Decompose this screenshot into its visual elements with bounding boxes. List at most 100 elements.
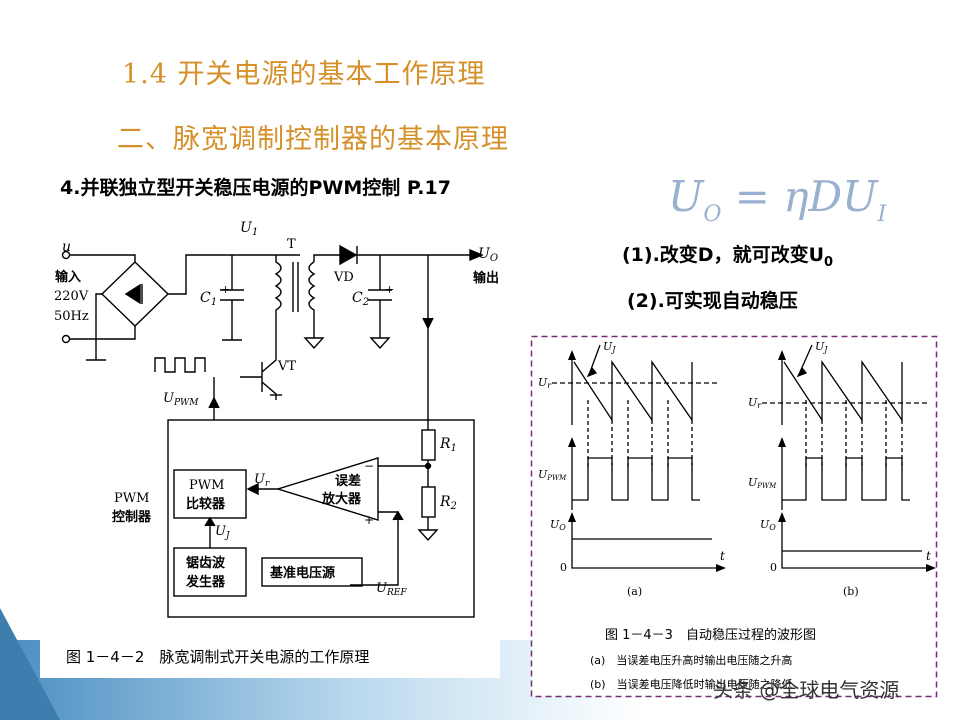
ur-arrow <box>246 482 259 496</box>
c1-plus: + <box>221 283 230 296</box>
feedback-arrow <box>422 317 434 330</box>
vt-label: VT <box>277 359 296 374</box>
pwm-ctrl-label-2: 控制器 <box>112 509 152 525</box>
label-b: (b) <box>843 585 859 598</box>
amp-label-2: 放大器 <box>321 491 362 507</box>
secondary-wire <box>313 254 340 262</box>
note-auto-regulation: (2).可实现自动稳压 <box>627 290 798 312</box>
amp-minus: − <box>364 459 374 473</box>
waveform-dashed-border <box>530 335 938 698</box>
arrow-b-pwm <box>778 437 786 447</box>
uj-a-label: UJ <box>603 340 616 354</box>
amp-plus: + <box>364 513 374 527</box>
label-a: (a) <box>627 585 642 598</box>
ground-secondary <box>303 337 325 350</box>
upwm-label: UPWM <box>163 391 199 408</box>
reference-source-block <box>261 557 363 587</box>
t-b: t <box>926 549 931 563</box>
arrow-b-saw <box>778 350 786 360</box>
input-wire-top <box>70 254 136 262</box>
pwm-ctrl-label-1: PWM <box>114 491 149 506</box>
ground-r2 <box>417 529 439 542</box>
formula-rhs-sub: I <box>877 202 887 227</box>
dc-bus-top <box>168 254 300 295</box>
formula: UO = ηDUI <box>668 172 886 227</box>
waveform-note-b: (b) 当误差电压降低时输出电压随之降低 <box>590 677 793 691</box>
projection-a <box>587 400 693 470</box>
c2-plus: + <box>385 283 394 296</box>
pulse-train <box>154 357 206 373</box>
slide-title: 1.4 开关电源的基本工作原理 <box>122 59 486 90</box>
ur-b-label: Ur <box>748 396 762 410</box>
bridge-rectifier <box>100 261 170 327</box>
vd-label: VD <box>333 270 354 285</box>
arrow-a-t <box>716 564 726 572</box>
input-label: 输入 <box>55 269 81 285</box>
waveform-note-a: (a) 当误差电压升高时输出电压随之升高 <box>590 653 792 667</box>
r1-label: R1 <box>439 436 457 454</box>
c1-label: C1 <box>200 290 217 308</box>
uj-pointer-a-head <box>586 366 598 378</box>
u1-label: U1 <box>240 220 258 238</box>
u-label: u <box>62 239 71 255</box>
transformer-secondary <box>308 261 316 338</box>
note1-sub: 0 <box>824 254 834 270</box>
bridge-ground-wire <box>95 293 102 360</box>
t-a: t <box>720 549 725 563</box>
projection-b <box>805 400 903 470</box>
upwm-a-label: UPWM <box>538 468 567 482</box>
voltage-label: 220V <box>54 289 89 304</box>
uo-b-label: UO <box>760 518 776 532</box>
ref-src-label: 基准电压源 <box>269 565 335 581</box>
ur-label: Ur <box>254 472 270 489</box>
waveform-diagram: UJ Ur UPWM UO 0 t (a) UJ Ur UPWM UO 0 t … <box>530 335 938 698</box>
input-wire-bottom <box>70 325 136 340</box>
upwm-arrow <box>208 396 220 409</box>
pwm-circuit-diagram: u 输入 220V 50Hz U1 T VD C1 C2 + + UO 输出 V… <box>40 208 500 678</box>
capacitor-c1 <box>220 255 244 341</box>
output-arrow <box>469 248 484 262</box>
zero-a: 0 <box>560 561 567 574</box>
formula-eq: = ηDU <box>721 172 878 221</box>
uref-label: UREF <box>376 581 407 598</box>
freq-label: 50Hz <box>54 309 89 324</box>
zero-b: 0 <box>770 561 777 574</box>
uj-arrow <box>204 516 216 527</box>
formula-lhs: U <box>668 172 704 221</box>
error-amplifier <box>275 457 379 521</box>
axis-b-uo <box>781 518 930 569</box>
uj-pointer-b-head <box>796 366 808 378</box>
diode-vd <box>339 244 358 266</box>
bridge-diode-symbol <box>124 283 143 305</box>
formula-lhs-sub: O <box>703 202 722 227</box>
slide-subtitle: 二、脉宽调制控制器的基本原理 <box>117 124 509 155</box>
transformer-core <box>292 262 299 312</box>
circuit-background <box>40 208 500 678</box>
watermark: 头条 @全球电气资源 <box>713 678 900 702</box>
ground-c2 <box>369 337 391 350</box>
cmp-label-1: PWM <box>189 478 224 493</box>
uo-a-label: UO <box>550 518 566 532</box>
r2-label: R2 <box>439 494 457 512</box>
input-terminal-bottom <box>61 334 71 344</box>
cmp-label-2: 比较器 <box>186 496 226 512</box>
upwm-b-label: UPWM <box>748 476 777 490</box>
ref-arrow <box>392 510 404 521</box>
axis-a-uo <box>571 518 720 569</box>
uo-label: UO <box>478 246 498 264</box>
capacitor-c2 <box>368 255 392 338</box>
amp-label-1: 误差 <box>335 473 361 489</box>
ref-to-amp <box>350 511 399 586</box>
c2-label: C2 <box>352 290 369 308</box>
saw-label-1: 锯齿波 <box>186 555 226 571</box>
note1-text: (1).改变D，就可改变U <box>622 244 825 266</box>
arrow-b-uo <box>778 512 786 522</box>
note-change-duty: (1).改变D，就可改变U0 <box>622 240 833 270</box>
t-label: T <box>287 237 296 252</box>
section-heading: 4.并联独立型开关稳压电源的PWM控制 P.17 <box>60 177 451 199</box>
pwm-a <box>572 457 700 501</box>
transformer-primary <box>274 255 282 348</box>
arrow-b-t <box>926 564 936 572</box>
pwm-b <box>782 457 910 501</box>
uj-b-label: UJ <box>815 340 828 354</box>
